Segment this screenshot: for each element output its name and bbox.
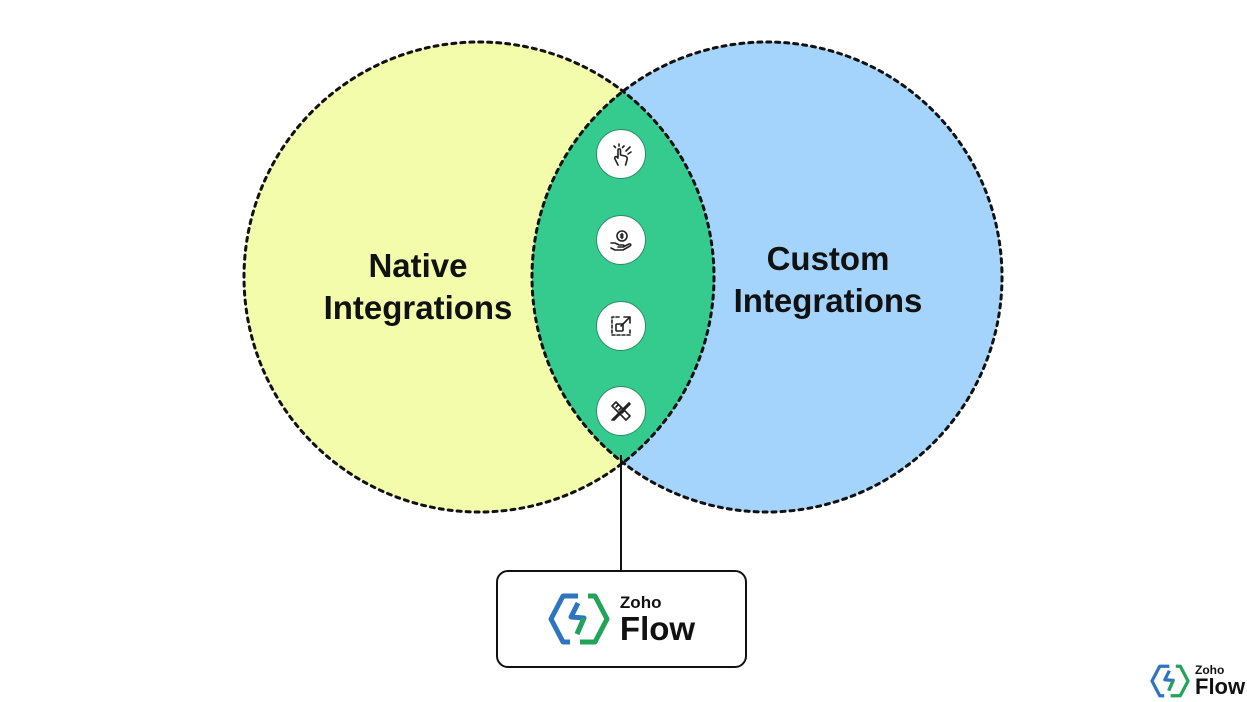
money-hand-icon	[596, 215, 646, 265]
corner-brand-name: Flow	[1195, 674, 1246, 699]
brand-prefix: Zoho	[619, 592, 662, 612]
native-circle-outline	[242, 40, 716, 514]
corner-wordmark: Zoho Flow	[1195, 664, 1245, 698]
zoho-flow-wordmark: Zoho Flow	[620, 594, 695, 645]
overlap-region	[532, 42, 714, 512]
corner-brand-logo: Zoho Flow	[1150, 661, 1245, 701]
brand-name: Flow	[619, 609, 696, 647]
tap-hand-icon	[596, 129, 646, 179]
custom-integrations-label: Custom Integrations	[698, 238, 958, 322]
custom-circle-outline	[530, 40, 1004, 514]
design-tools-icon	[596, 386, 646, 436]
custom-label-line2: Integrations	[733, 282, 923, 319]
zoho-flow-logo-icon	[548, 593, 610, 645]
external-link-icon	[596, 301, 646, 351]
corner-brand-prefix: Zoho	[1195, 663, 1225, 677]
zoho-flow-logo-box: Zoho Flow	[496, 570, 747, 668]
custom-label-line1: Custom	[766, 240, 890, 277]
native-integrations-label: Native Integrations	[298, 245, 538, 329]
corner-logo-icon	[1150, 664, 1190, 698]
native-label-line2: Integrations	[323, 289, 513, 326]
native-label-line1: Native	[368, 247, 468, 284]
